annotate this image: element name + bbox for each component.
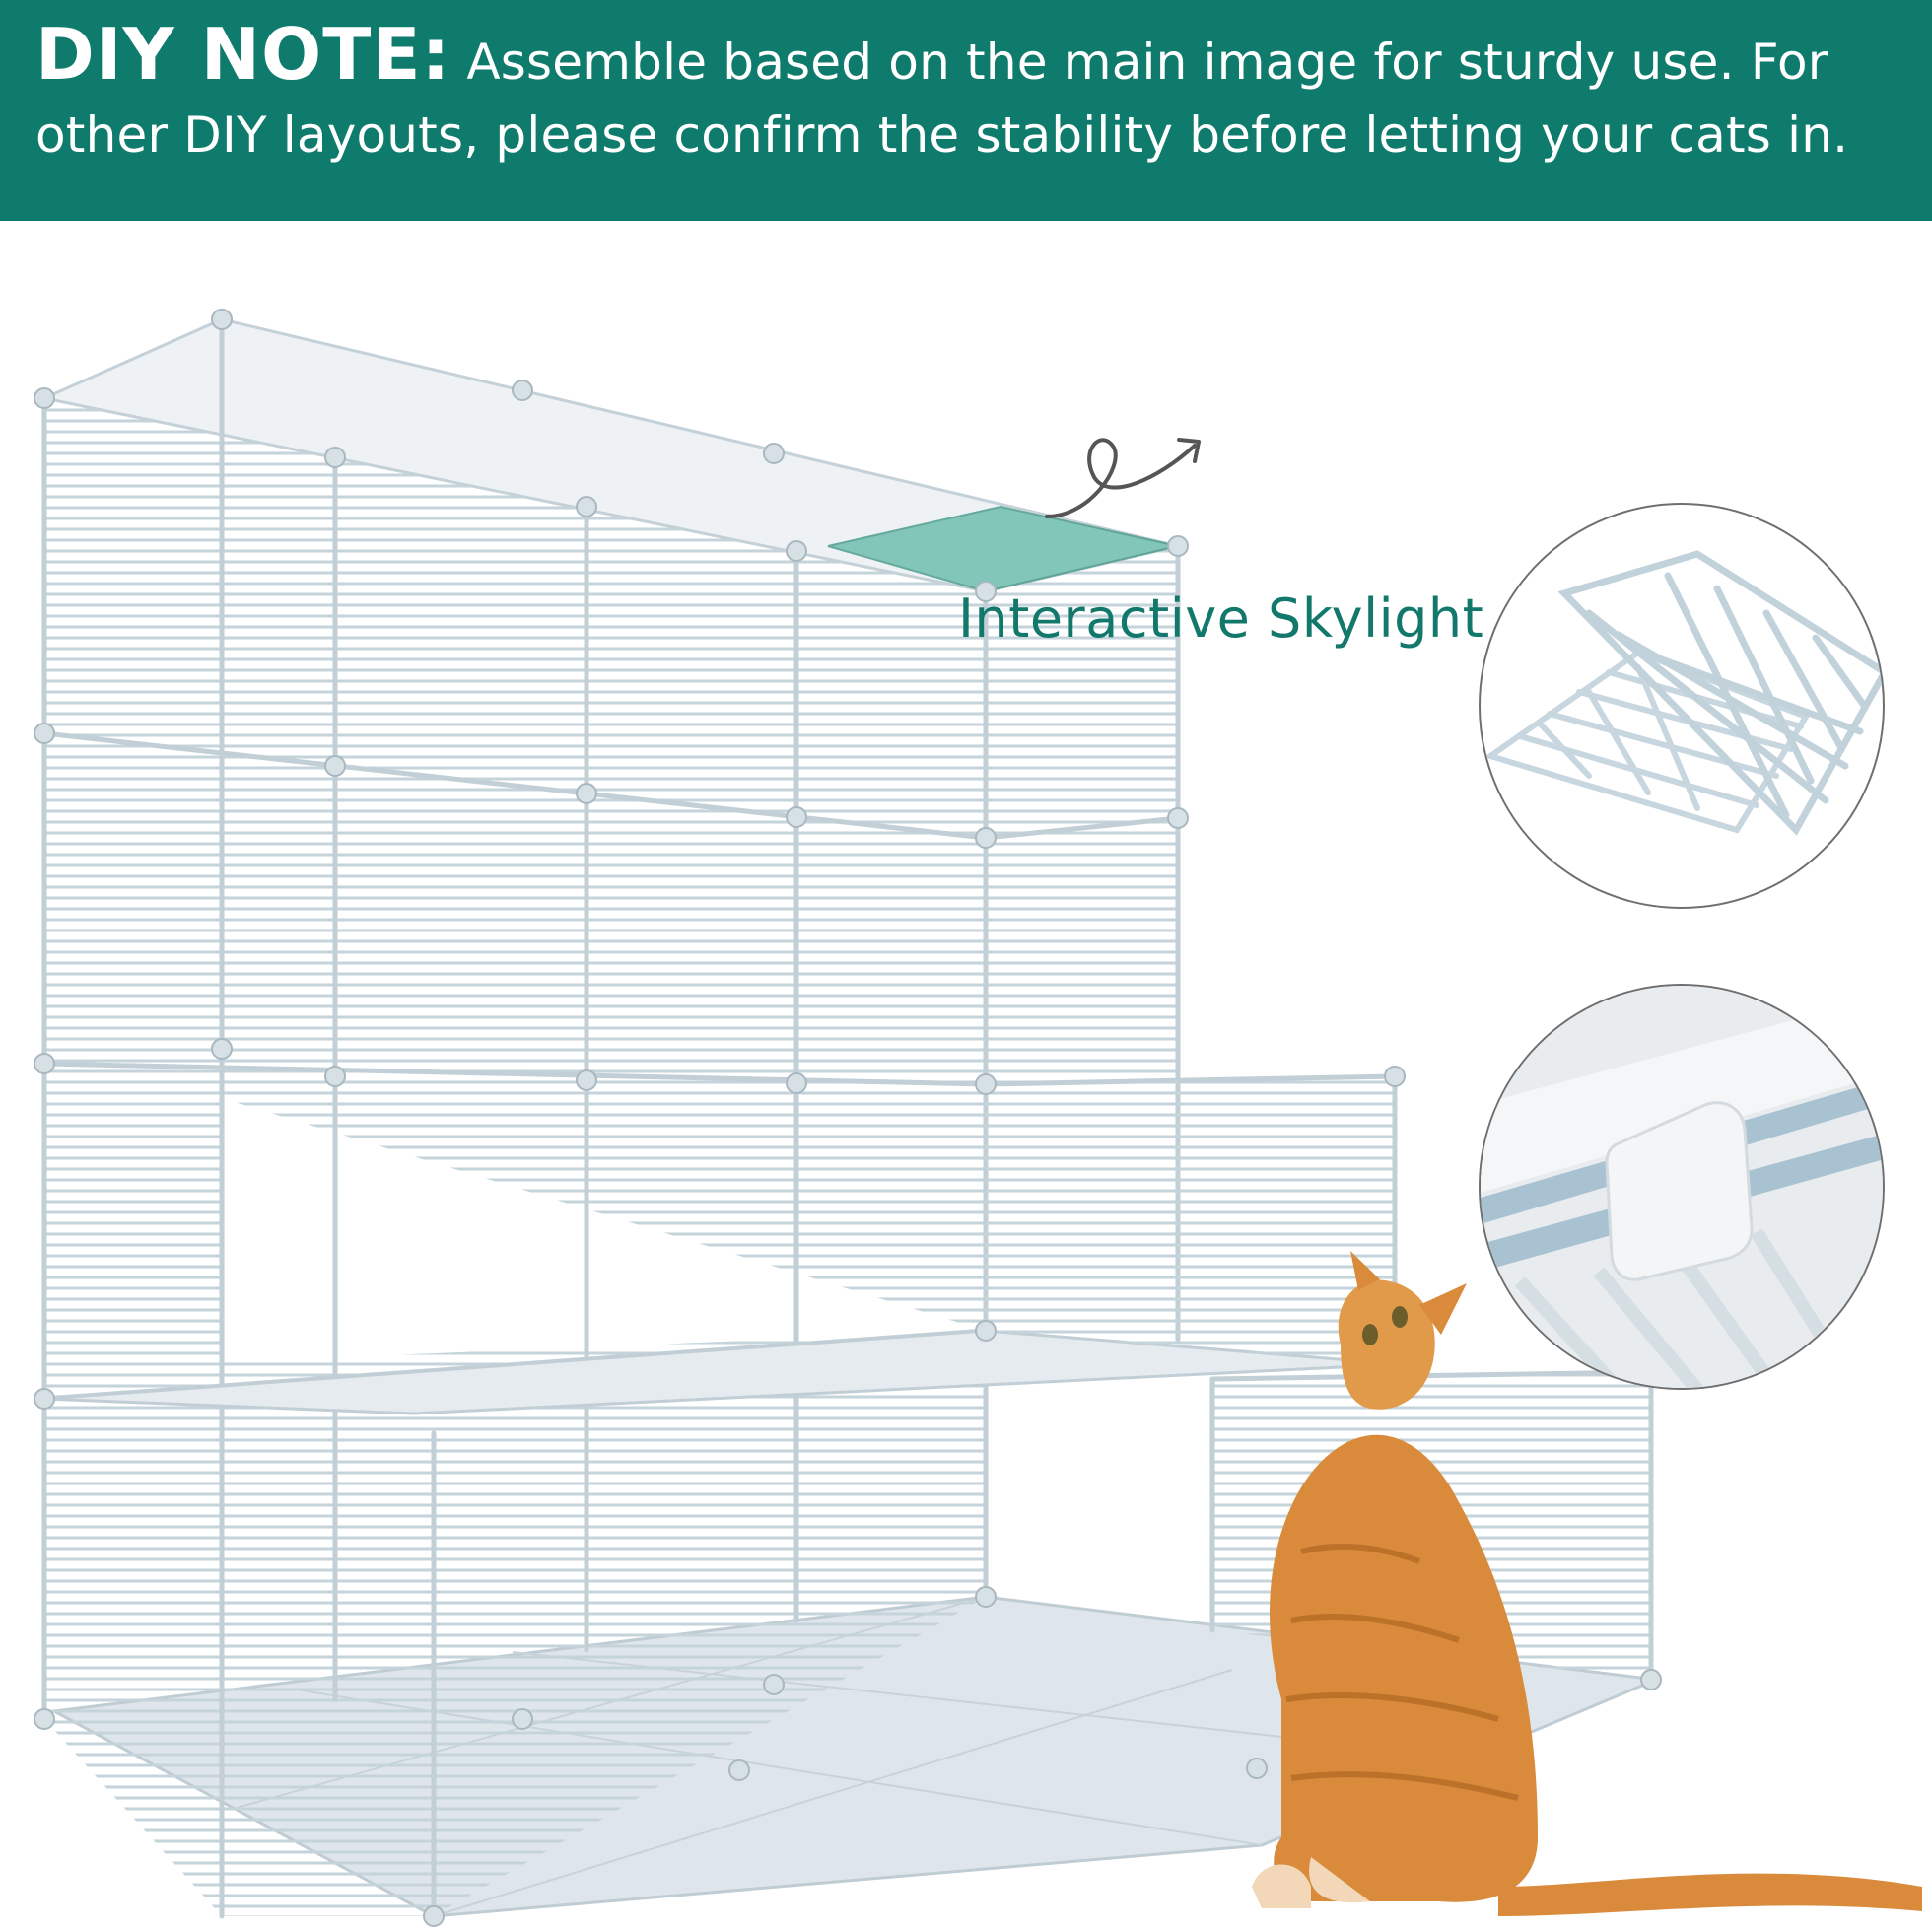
note-text-2: other DIY layouts, please confirm the st… (35, 106, 1849, 164)
connector-detail-illustration (1481, 986, 1883, 1388)
note-banner: DIY NOTE: Assemble based on the main ima… (0, 0, 1932, 221)
cat-cage-illustration (34, 309, 1922, 1927)
cat-image (1252, 1251, 1922, 1916)
note-text-1: Assemble based on the main image for stu… (466, 34, 1828, 91)
curly-arrow-icon (1045, 438, 1197, 518)
product-scene: Interactive Skylight (0, 221, 1932, 1932)
skylight-detail-illustration (1484, 550, 1883, 836)
cage-extension-upper (986, 1076, 1395, 1364)
note-label: DIY NOTE: (35, 13, 451, 96)
cage-left-wall (44, 319, 222, 1916)
skylight-label: Interactive Skylight (958, 587, 1484, 650)
note-line-2: other DIY layouts, please confirm the st… (35, 99, 1902, 172)
note-line-1: DIY NOTE: Assemble based on the main ima… (35, 18, 1902, 99)
skylight-detail-circle (1479, 503, 1885, 909)
connector-detail-circle (1479, 984, 1885, 1390)
